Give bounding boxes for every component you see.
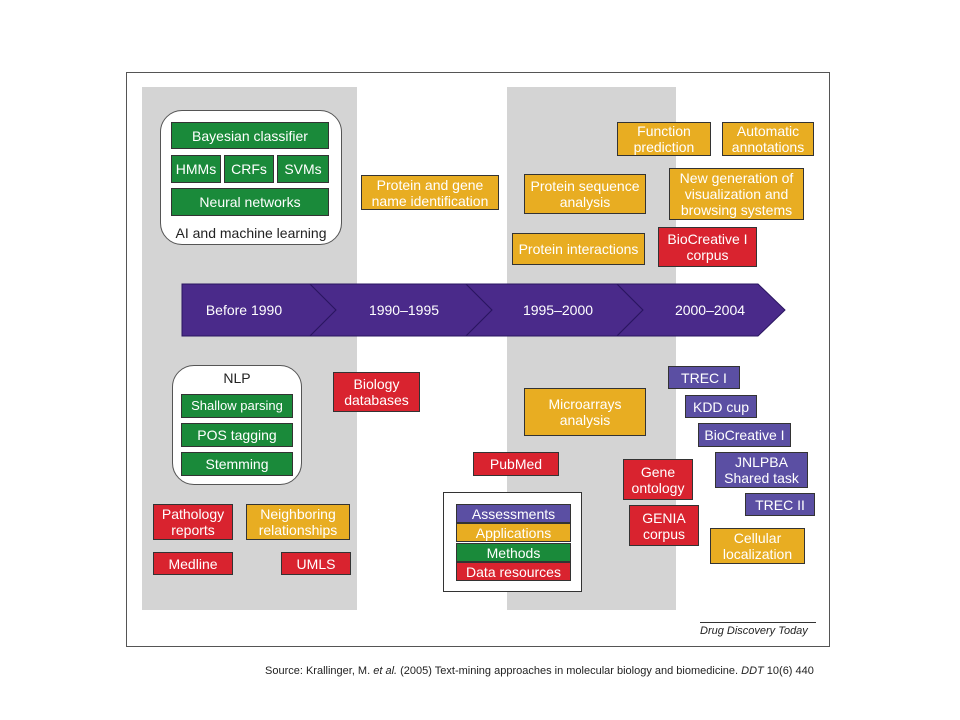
caption-rule	[700, 622, 816, 623]
legend-data-resources: Data resources	[456, 562, 571, 581]
source-suffix: 10(6) 440	[763, 665, 814, 677]
bayesian-classifier-box: Bayesian classifier	[171, 122, 329, 149]
biology-databases-box: Biology databases	[333, 372, 420, 412]
trec-1-box: TREC I	[668, 366, 740, 389]
neighboring-relationships-box: Neighboring relationships	[246, 504, 350, 540]
timeline-label-2000-2004: 2000–2004	[674, 302, 746, 318]
new-generation-systems-box: New generation of visualization and brow…	[669, 168, 804, 220]
genia-corpus-box: GENIA corpus	[629, 505, 699, 546]
ai-ml-group-title: AI and machine learning	[175, 225, 327, 241]
function-prediction-box: Function prediction	[617, 122, 711, 156]
legend-assessments: Assessments	[456, 504, 571, 523]
timeline-label-1995-2000: 1995–2000	[522, 302, 594, 318]
biocreative-1-box: BioCreative I	[698, 423, 791, 447]
jnlpba-shared-task-box: JNLPBA Shared task	[715, 452, 808, 488]
biocreative-corpus-box: BioCreative I corpus	[658, 227, 757, 267]
cellular-localization-box: Cellular localization	[710, 528, 805, 564]
legend-methods: Methods	[456, 543, 571, 562]
timeline-arrow-2000-2004	[615, 283, 786, 337]
stemming-box: Stemming	[181, 452, 293, 476]
shallow-parsing-box: Shallow parsing	[181, 394, 293, 418]
automatic-annotations-box: Automatic annotations	[722, 122, 814, 156]
source-middle: (2005) Text-mining approaches in molecul…	[397, 665, 742, 677]
trec-2-box: TREC II	[745, 493, 815, 516]
timeline-label-before-1990: Before 1990	[205, 302, 283, 318]
medline-box: Medline	[153, 552, 233, 575]
protein-sequence-analysis-box: Protein sequence analysis	[524, 174, 646, 214]
microarrays-analysis-box: Microarrays analysis	[524, 388, 646, 436]
pubmed-box: PubMed	[473, 452, 559, 476]
source-citation: Source: Krallinger, M. et al. (2005) Tex…	[265, 665, 885, 677]
source-etal: et al.	[373, 665, 398, 677]
crfs-box: CRFs	[224, 155, 274, 183]
figure-caption: Drug Discovery Today	[700, 625, 808, 637]
protein-interactions-box: Protein interactions	[512, 233, 645, 265]
source-journal: DDT	[741, 665, 764, 677]
pos-tagging-box: POS tagging	[181, 423, 293, 447]
nlp-group-title: NLP	[223, 370, 251, 386]
protein-gene-identification-box: Protein and gene name identification	[361, 175, 499, 210]
umls-box: UMLS	[281, 552, 351, 575]
pathology-reports-box: Pathology reports	[153, 504, 233, 540]
legend-applications: Applications	[456, 523, 571, 542]
gene-ontology-box: Gene ontology	[623, 459, 693, 500]
timeline-label-1990-1995: 1990–1995	[368, 302, 440, 318]
neural-networks-box: Neural networks	[171, 188, 329, 216]
kdd-cup-box: KDD cup	[685, 395, 757, 418]
hmms-box: HMMs	[171, 155, 221, 183]
source-prefix: Source: Krallinger, M.	[265, 665, 374, 677]
svms-box: SVMs	[277, 155, 329, 183]
